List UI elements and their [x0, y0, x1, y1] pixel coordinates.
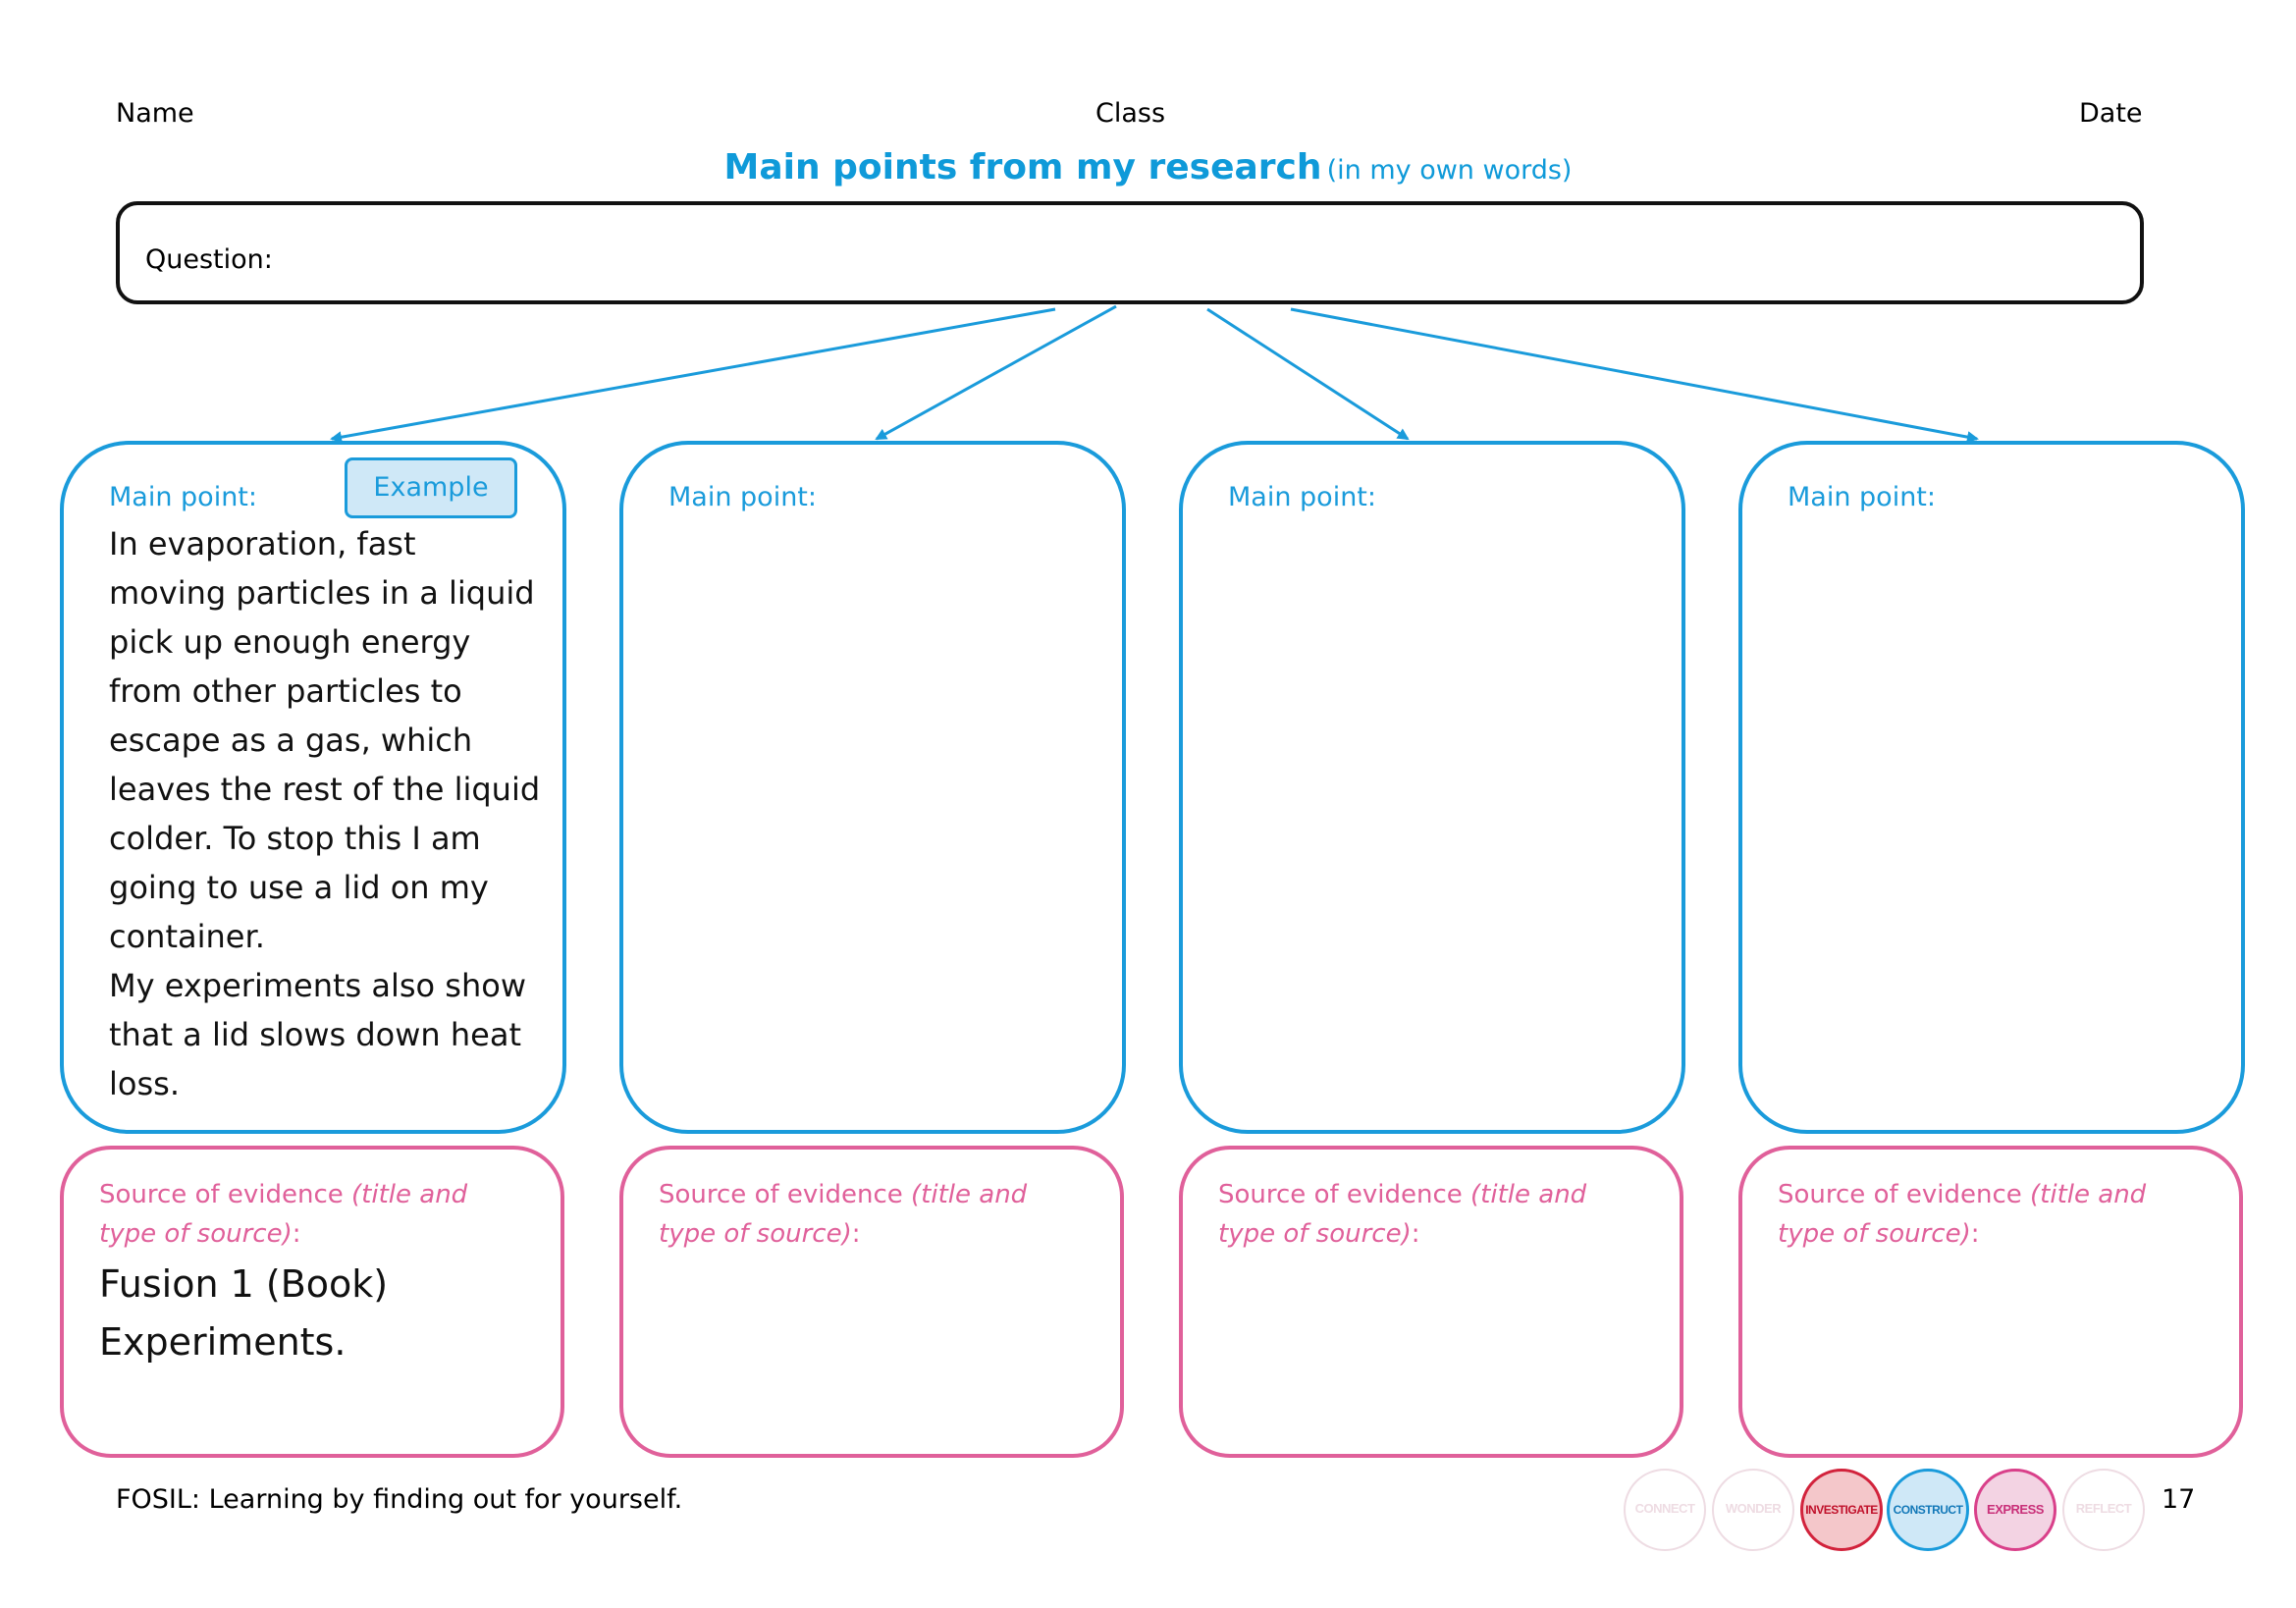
main-point-box-2[interactable]: Main point: — [619, 441, 1126, 1134]
stage-construct-icon: CONSTRUCT — [1887, 1469, 1969, 1551]
title-main: Main points from my research — [723, 147, 1322, 188]
main-point-text: In evaporation, fast moving particles in… — [109, 525, 541, 1102]
date-label: Date — [2079, 98, 2143, 129]
arrow-to-point-1 — [330, 307, 1056, 444]
question-field[interactable]: Question: — [116, 201, 2144, 304]
source-box-4[interactable]: Source of evidence (title and type of so… — [1738, 1146, 2243, 1458]
footer-text: FOSIL: Learning by finding out for yours… — [116, 1484, 683, 1515]
stage-reflect-icon: REFLECT — [2062, 1469, 2145, 1551]
arrow-to-point-4 — [1290, 307, 1979, 444]
source-label: Source of evidence (title and type of so… — [659, 1180, 1028, 1249]
source-label: Source of evidence (title and type of so… — [1778, 1180, 2147, 1249]
source-box-3[interactable]: Source of evidence (title and type of so… — [1179, 1146, 1683, 1458]
title-subtitle: (in my own words) — [1326, 155, 1573, 186]
source-box-2[interactable]: Source of evidence (title and type of so… — [619, 1146, 1124, 1458]
question-label: Question: — [145, 244, 273, 275]
stage-connect-icon: CONNECT — [1624, 1469, 1706, 1551]
source-box-1[interactable]: Source of evidence (title and type of so… — [60, 1146, 564, 1458]
page-number: 17 — [2162, 1484, 2196, 1515]
main-point-label: Main point: — [1228, 482, 1376, 512]
stage-investigate-icon: INVESTIGATE — [1800, 1469, 1883, 1551]
page-title: Main points from my research (in my own … — [0, 147, 2296, 188]
main-point-box-1[interactable]: Main point: Example In evaporation, fast… — [60, 441, 566, 1134]
main-point-label: Main point: — [109, 482, 257, 512]
class-label: Class — [1095, 98, 1166, 129]
source-label: Source of evidence (title and type of so… — [1218, 1180, 1587, 1249]
example-badge: Example — [345, 457, 517, 518]
main-point-box-4[interactable]: Main point: — [1738, 441, 2245, 1134]
main-point-label: Main point: — [1788, 482, 1936, 512]
stage-wonder-icon: WONDER — [1712, 1469, 1794, 1551]
source-label: Source of evidence (title and type of so… — [99, 1180, 468, 1249]
arrow-to-point-2 — [875, 304, 1117, 441]
source-text: Fusion 1 (Book) Experiments. — [99, 1262, 389, 1364]
arrow-to-point-3 — [1206, 307, 1410, 441]
main-point-label: Main point: — [668, 482, 817, 512]
stage-express-icon: EXPRESS — [1974, 1469, 2056, 1551]
name-label: Name — [116, 98, 194, 129]
main-point-box-3[interactable]: Main point: — [1179, 441, 1685, 1134]
